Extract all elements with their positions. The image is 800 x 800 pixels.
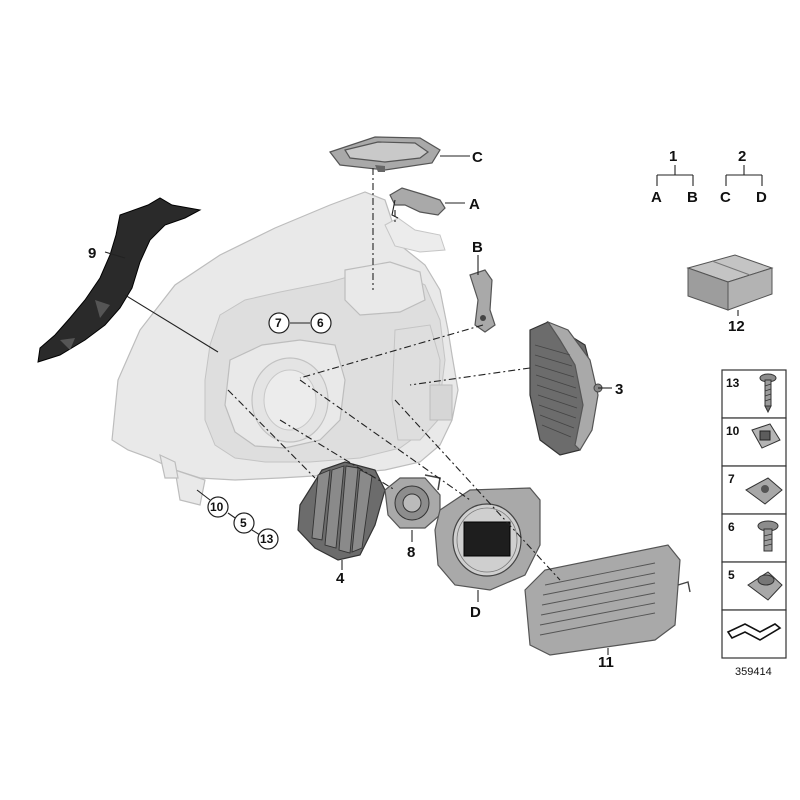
part-11-control-unit (524, 544, 691, 656)
hardware-number-7: 7 (728, 472, 735, 486)
kit-1-number: 1 (669, 148, 677, 165)
label-a: A (469, 196, 480, 213)
label-b: B (472, 239, 483, 256)
label-4: 4 (336, 570, 345, 587)
label-9: 9 (88, 245, 96, 262)
leader-lines (104, 155, 739, 655)
label-5: 5 (240, 516, 247, 530)
part-b-bracket (469, 269, 496, 333)
part-4-heat-sink (297, 461, 386, 561)
nut-plate-icon (751, 423, 781, 449)
label-6: 6 (317, 316, 324, 330)
circle-10 (207, 496, 229, 518)
headlight-housing (111, 191, 459, 506)
arrow-icon (726, 623, 782, 641)
label-12: 12 (728, 318, 745, 335)
kit-2-number: 2 (738, 148, 746, 165)
part-3-vent-grille (529, 320, 603, 456)
label-c: C (472, 149, 483, 166)
hardware-number-6: 6 (728, 520, 735, 534)
spring-nut-icon (747, 571, 783, 601)
label-10: 10 (210, 500, 224, 514)
clip-nut-icon (745, 477, 783, 505)
part-d-ring-frame (434, 487, 541, 591)
circle-5 (233, 512, 255, 534)
hardware-panel: 13 10 7 6 5 (721, 369, 787, 659)
screw-icon (759, 373, 777, 414)
kit-1-part-a: A (651, 189, 662, 206)
label-7: 7 (275, 316, 282, 330)
part-12-box (686, 254, 774, 311)
part-9-bracket (37, 197, 202, 363)
circle-6 (310, 312, 332, 334)
label-8: 8 (407, 544, 415, 561)
label-d: D (470, 604, 481, 621)
circle-7 (268, 312, 290, 334)
kit-1-part-b: B (687, 189, 698, 206)
diagram-id: 359414 (735, 666, 772, 678)
bolt-icon (757, 520, 779, 552)
hardware-number-13: 13 (726, 376, 740, 390)
label-11: 11 (598, 654, 614, 671)
hardware-number-10: 10 (726, 424, 740, 438)
kit-tree-2 (725, 165, 763, 186)
part-8-fan (384, 474, 441, 529)
kit-2-part-c: C (720, 189, 731, 206)
label-3: 3 (615, 381, 623, 398)
assembly-lines (227, 168, 561, 581)
kit-2-part-d: D (756, 189, 767, 206)
part-c-cover-plate (329, 136, 441, 172)
kit-tree-1 (656, 165, 694, 186)
hardware-number-5: 5 (728, 568, 735, 582)
part-a-bracket (389, 187, 446, 219)
label-13: 13 (260, 532, 274, 546)
hardware-cell-6 (721, 513, 787, 563)
circle-13 (257, 528, 279, 550)
